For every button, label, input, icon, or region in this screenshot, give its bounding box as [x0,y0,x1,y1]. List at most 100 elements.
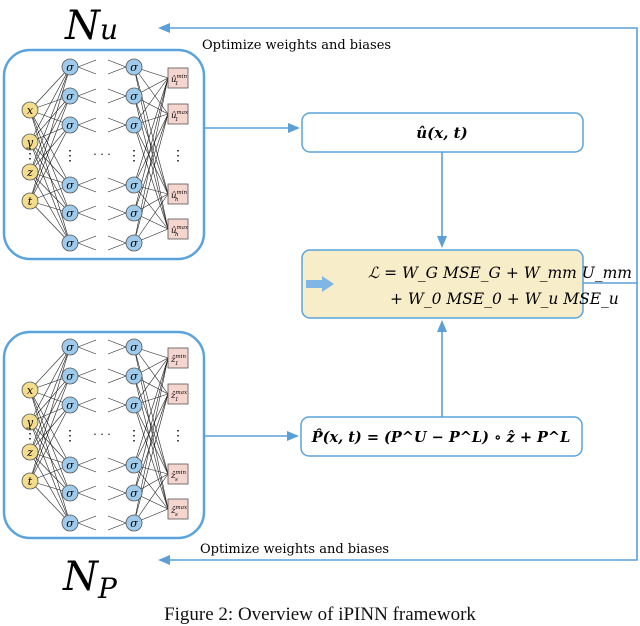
hidden-neuron [125,176,143,194]
neuron-sigma: σ [66,207,74,220]
edge [107,485,127,494]
hidden-neuron [125,234,143,252]
neuron-sigma: σ [66,459,74,472]
edge [29,346,71,391]
edge [29,346,71,423]
hidden-neuron [61,234,79,252]
edge [107,124,127,133]
neuron-sigma: σ [130,487,138,500]
edge [107,66,127,75]
neuron-sigma: σ [66,399,74,412]
edge [29,404,71,482]
edge [107,464,127,473]
edge [77,117,97,126]
input-label: y [26,416,34,429]
edge [29,95,71,202]
input-node-z [21,163,39,181]
edge [29,389,71,466]
network-p-frame [2,330,206,540]
edge [29,66,71,143]
network-u-frame [2,48,206,261]
hidden-neuron [125,204,143,222]
edge [133,404,169,510]
edge [133,95,169,230]
neuron-sigma: σ [66,370,74,383]
edge [29,66,71,202]
neuron-sigma: σ [130,399,138,412]
edge [29,375,71,482]
edge [133,464,169,510]
edge [29,66,71,111]
edge [107,59,127,68]
output-node [167,67,189,89]
input-label: t [28,195,33,208]
neuron-sigma: σ [130,90,138,103]
p-hat-label: P̂(x, t) = (P^U − P^L) ∘ ẑ + P^L [311,428,571,446]
input-label: x [27,104,34,117]
edge [107,242,127,251]
edge [77,124,97,133]
hidden-neuron [61,456,79,474]
edge [107,346,127,355]
loss-box [301,249,584,319]
edge [107,184,127,193]
edge [77,375,97,384]
neuron-sigma: σ [66,487,74,500]
hidden-neuron [125,484,143,502]
neuron-sigma: σ [130,341,138,354]
input-node-z [21,443,39,461]
neuron-sigma: σ [66,90,74,103]
edge [29,346,71,453]
input-label: t [28,475,33,488]
edge [133,393,169,466]
hidden-neuron [61,116,79,134]
hidden-neuron [61,484,79,502]
edge [77,205,97,214]
neuron-sigma: σ [130,517,138,530]
edge [29,109,71,186]
hidden-neuron [61,367,79,385]
input-label: z [26,446,33,459]
edge [29,200,71,244]
input-node-y [21,133,39,151]
edge [133,113,169,186]
edge [77,339,97,348]
neuron-sigma: σ [66,179,74,192]
hidden-neuron [61,87,79,105]
vertical-ellipsis: ⋮ [23,146,37,162]
edge [133,113,169,244]
hidden-neuron [61,396,79,414]
edge [29,389,71,524]
neuron-sigma: σ [130,61,138,74]
edge [133,193,169,244]
edge [77,88,97,97]
neuron-sigma: σ [66,341,74,354]
neuron-sigma: σ [66,517,74,530]
hidden-neuron [61,514,79,532]
edge [133,124,169,230]
edge [107,375,127,384]
input-label: y [26,136,34,149]
edge [77,66,97,75]
neuron-sigma: σ [130,237,138,250]
output-node [167,183,189,205]
network-u-title: Nu [64,3,118,49]
output-node [167,103,189,125]
edge [77,464,97,473]
edge [29,109,71,214]
loss-line-2: + W_0 MSE_0 + W_u MSE_u [390,290,619,308]
neuron-sigma: σ [66,119,74,132]
edge [77,515,97,524]
neuron-sigma: σ [130,119,138,132]
edge [29,346,71,482]
neuron-sigma: σ [130,459,138,472]
edge [107,235,127,244]
feedback-bottom-label: Optimize weights and biases [200,542,389,557]
input-label: x [27,384,34,397]
edge [77,368,97,377]
edge [77,492,97,501]
